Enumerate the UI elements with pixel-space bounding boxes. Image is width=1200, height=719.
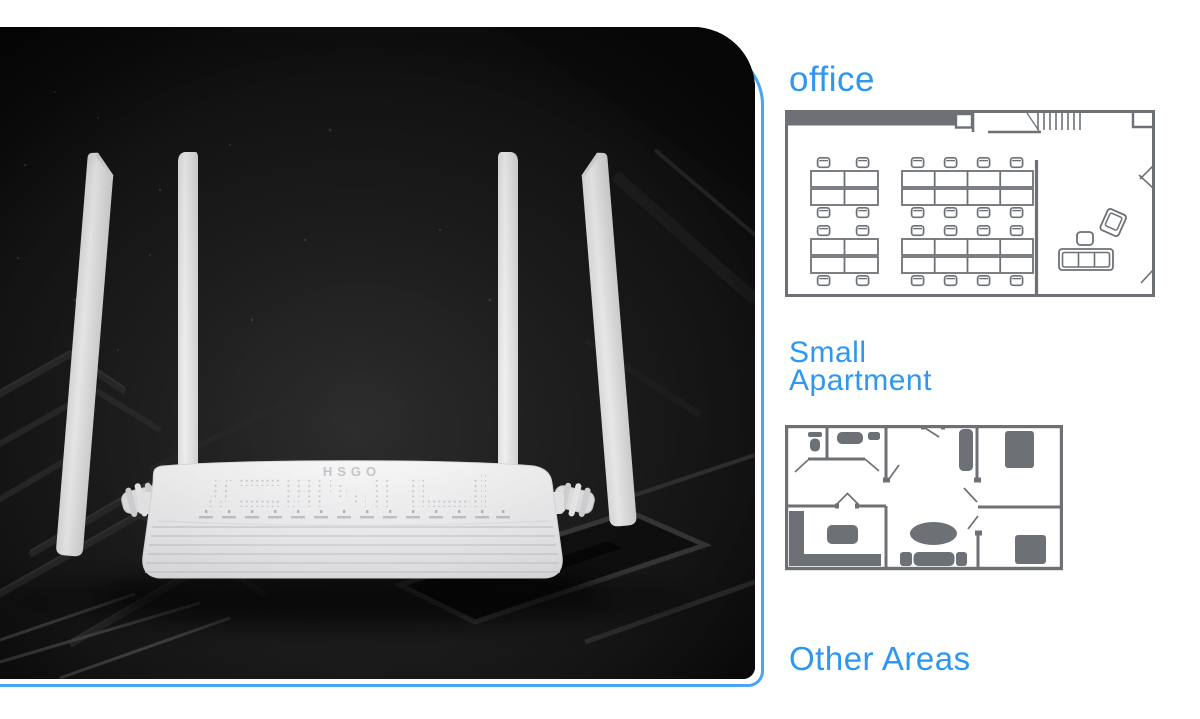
coffee-table-icon	[827, 525, 858, 544]
armchair-icon	[1099, 208, 1127, 238]
other-areas-label: Other Areas	[789, 640, 971, 677]
corner-sofa-icon	[789, 511, 881, 566]
office-label: office	[789, 60, 876, 99]
dining-table-icon	[910, 522, 957, 545]
wardrobe-icon	[959, 429, 973, 471]
router-photo: HSGO	[0, 27, 755, 679]
toilet-icon	[808, 432, 822, 437]
bathtub-icon	[837, 432, 863, 444]
sink-icon	[868, 432, 880, 440]
photo-vignette	[0, 27, 755, 679]
office-chairs	[816, 156, 1024, 287]
side-table-icon	[1076, 231, 1094, 246]
lounge-furniture	[1058, 208, 1127, 271]
door-swing-marks	[1138, 165, 1154, 284]
small-apartment-label-line2: Apartment	[789, 364, 932, 397]
small-apartment-label: Small Apartment	[789, 336, 932, 397]
bed-icon-2	[1015, 535, 1046, 564]
office-floorplan	[785, 110, 1155, 297]
door-jambs	[835, 425, 982, 536]
office-closet	[954, 112, 974, 129]
door-swing-marks	[794, 427, 979, 530]
bed-icon	[1005, 431, 1034, 468]
apartment-interior-walls	[787, 427, 1061, 567]
office-top-wall	[788, 113, 955, 126]
desk-clusters	[810, 170, 1034, 274]
sofa-icon	[900, 552, 912, 566]
router-photo-art: HSGO	[0, 27, 755, 679]
small-apartment-label-line1: Small	[789, 336, 867, 369]
apartment-floorplan	[785, 425, 1063, 571]
stairs-icon	[1037, 112, 1081, 130]
apartment-furniture	[789, 429, 1046, 566]
